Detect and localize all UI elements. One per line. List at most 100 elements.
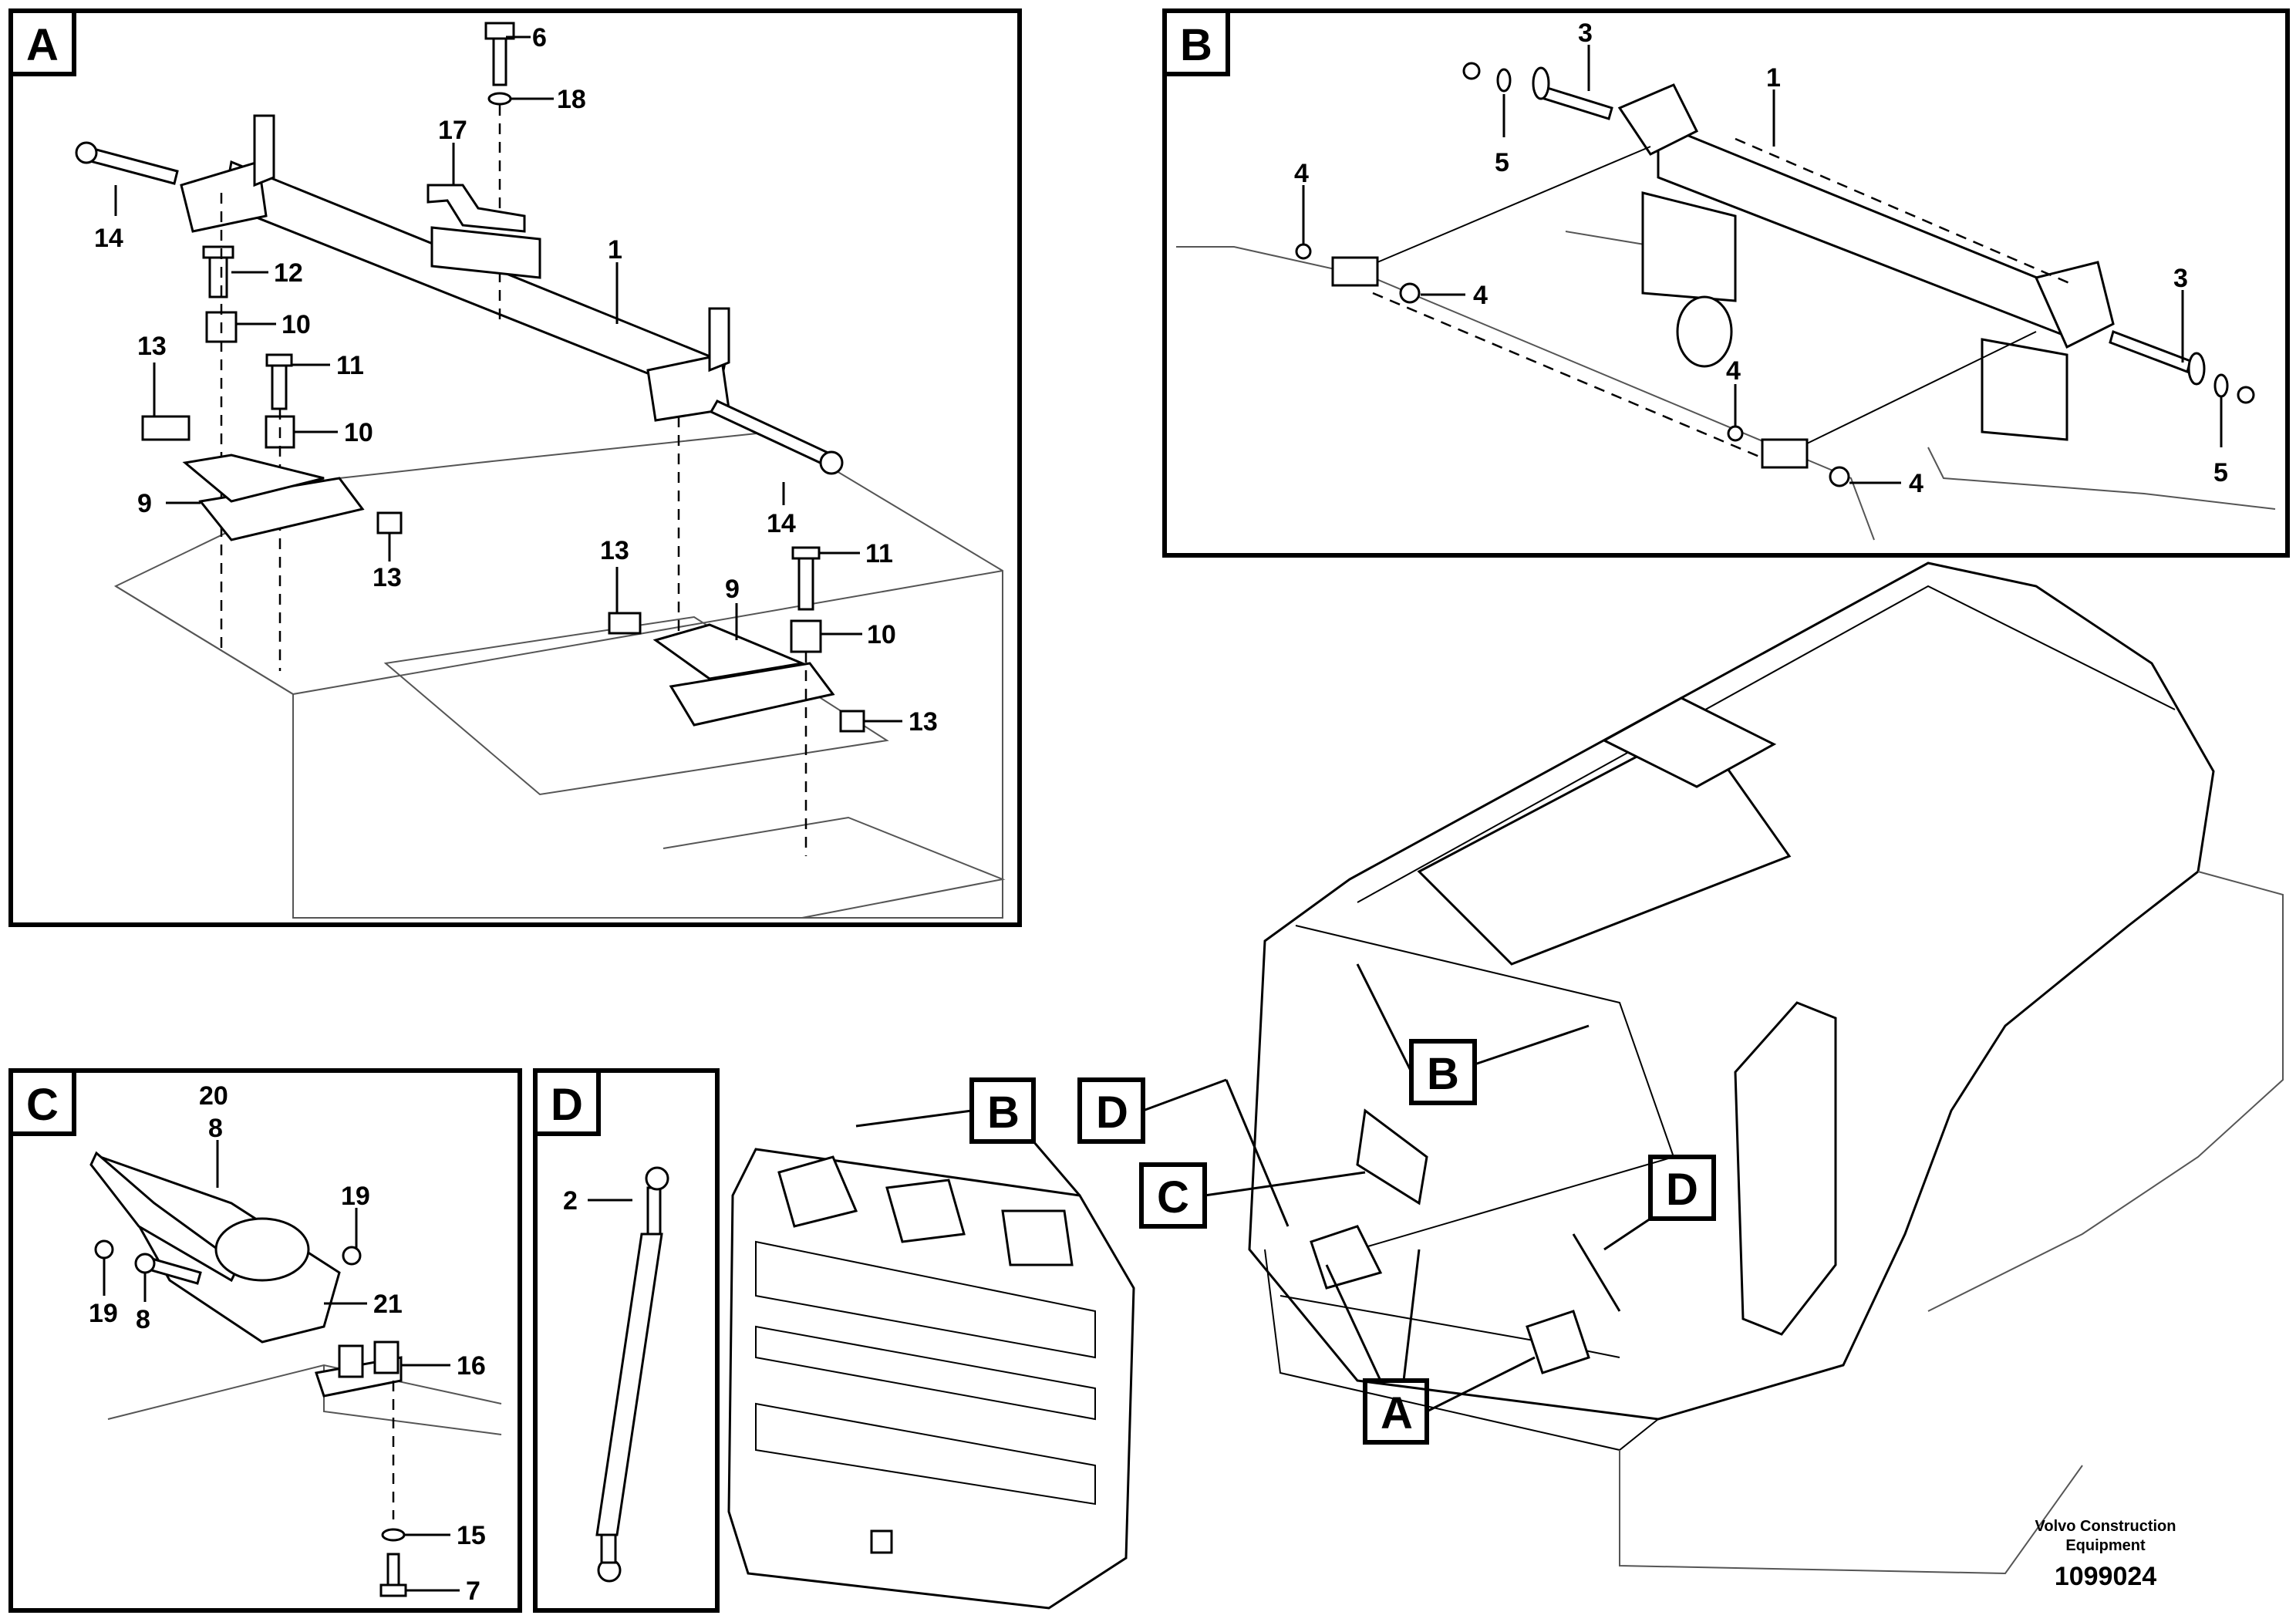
cab-roof-vent <box>1601 696 1777 788</box>
bolt-14-left-head <box>75 141 98 164</box>
label-5-right: 5 <box>2213 458 2228 487</box>
washer-5-right <box>2213 373 2229 398</box>
label-15: 15 <box>457 1521 486 1550</box>
callout-a-leader-1 <box>1325 1264 1382 1381</box>
cab-shell <box>1248 561 2215 1421</box>
washer-5-left <box>1496 68 1512 93</box>
bolt-12-head <box>202 245 234 259</box>
panel-b-right-end <box>2034 261 2115 349</box>
callout-b-right-leader-1 <box>1356 963 1413 1073</box>
label-13-upper-right: 13 <box>600 536 629 565</box>
panel-d-letter: D <box>551 1080 583 1130</box>
label-18: 18 <box>557 85 586 114</box>
panel-a-floor-edge <box>115 570 1003 695</box>
bushing-13-lower-right <box>839 710 865 733</box>
clip-17 <box>426 184 526 233</box>
label-13-lower-left: 13 <box>373 563 402 592</box>
panel-b-frame <box>1162 8 2290 558</box>
nut-left <box>1462 62 1481 80</box>
label-19-upper: 19 <box>341 1182 370 1211</box>
cab-mount-a-right <box>1526 1310 1590 1374</box>
label-12: 12 <box>274 258 303 288</box>
cab-strut-d-right <box>1572 1233 1621 1312</box>
panel-c-letter: C <box>26 1080 59 1130</box>
bracket-16-ear-left <box>338 1344 364 1378</box>
panel-a-floor-recess <box>383 615 889 796</box>
callout-c: C <box>1157 1172 1189 1222</box>
panel-c: C 20 8 19 19 8 21 16 15 7 <box>8 1068 522 1613</box>
label-2: 2 <box>563 1186 578 1216</box>
washer-15 <box>381 1528 406 1542</box>
panel-b-letter: B <box>1180 20 1212 70</box>
gas-strut-rod <box>646 1186 662 1236</box>
mount-9-right <box>669 662 835 727</box>
crossbar-left-tab <box>253 114 275 187</box>
machine-body <box>1927 871 2284 1312</box>
front-panel-vent-right <box>1001 1209 1074 1266</box>
cab-mount-a-left <box>1310 1225 1383 1290</box>
sleeve-upper <box>1331 256 1379 287</box>
callout-d-right-leader <box>1603 1217 1651 1251</box>
label-6: 6 <box>532 23 547 52</box>
label-1-b: 1 <box>1766 63 1781 93</box>
callout-d-right: D <box>1666 1165 1698 1215</box>
panel-b-label-box <box>1162 8 1230 76</box>
crossbar-left-bracket <box>180 160 268 233</box>
label-14-right: 14 <box>767 509 796 538</box>
callout-a: A <box>1381 1388 1413 1438</box>
label-19-lower: 19 <box>89 1299 118 1328</box>
crossbar-right-tab <box>708 307 730 373</box>
footer-brand-line1: Volvo Construction <box>2035 1518 2176 1535</box>
front-panel-latch <box>870 1529 893 1554</box>
label-10-upper: 10 <box>282 310 311 339</box>
mount-9-right-hinge <box>652 623 807 680</box>
gas-strut-2 <box>595 1233 663 1536</box>
bolt-8-lower-head <box>134 1253 156 1274</box>
label-16: 16 <box>457 1351 486 1381</box>
callout-d-left: D <box>1096 1088 1128 1138</box>
callout-b-right-leader-2 <box>1474 1024 1590 1066</box>
panel-b-axis-sleeve-lower <box>1806 331 2037 444</box>
bushing-13-upper-left <box>141 415 190 441</box>
cab-strut-d-left <box>1225 1079 1290 1227</box>
panel-b-pillar-left <box>1641 191 1737 302</box>
nut-right <box>2237 386 2255 404</box>
bolt-11-left <box>271 361 288 410</box>
panel-b-pipe <box>1676 295 1733 368</box>
panel-a-letter: A <box>26 20 59 70</box>
panel-c-frame <box>8 1068 522 1613</box>
spacer-10-right <box>790 619 822 653</box>
label-17: 17 <box>438 116 467 145</box>
label-8-upper: 8 <box>208 1114 223 1143</box>
label-4-lower-left: 4 <box>1726 356 1741 386</box>
panel-a-frame <box>8 8 1022 927</box>
panel-b-axis-sleeve-upper <box>1377 146 1651 263</box>
label-3-right: 3 <box>2173 264 2188 293</box>
label-4-lower-right: 4 <box>1909 469 1923 498</box>
footer-brand-line2: Equipment <box>2065 1537 2146 1554</box>
label-14-left: 14 <box>94 224 123 253</box>
cab-side-window <box>1734 1001 1837 1336</box>
callout-b-left: B <box>987 1088 1020 1138</box>
label-21: 21 <box>373 1290 403 1319</box>
bolt-14-right <box>709 400 835 467</box>
cab-roof-edge <box>1357 585 2176 903</box>
callout-b-right: B <box>1427 1049 1459 1099</box>
washer-18 <box>487 92 512 106</box>
front-panel-vent-left <box>777 1155 858 1228</box>
bolt-11-right-head <box>791 546 821 560</box>
bolt-3-right-head <box>2187 352 2206 386</box>
bolt-19-lower <box>94 1239 114 1259</box>
bushing-4-upper-left <box>1295 243 1312 260</box>
bolt-11-right <box>797 554 814 611</box>
bolt-6 <box>492 35 507 86</box>
panel-b-axis-top <box>1735 137 2075 287</box>
bushing-4-lower-left <box>1727 425 1744 442</box>
label-9-right: 9 <box>725 575 740 604</box>
label-13-upper-left: 13 <box>137 332 167 361</box>
bracket-16-ear-right <box>373 1340 400 1374</box>
label-13-lower-right: 13 <box>909 707 938 737</box>
label-9-left: 9 <box>137 489 152 518</box>
bolt-3-right <box>2109 330 2192 373</box>
